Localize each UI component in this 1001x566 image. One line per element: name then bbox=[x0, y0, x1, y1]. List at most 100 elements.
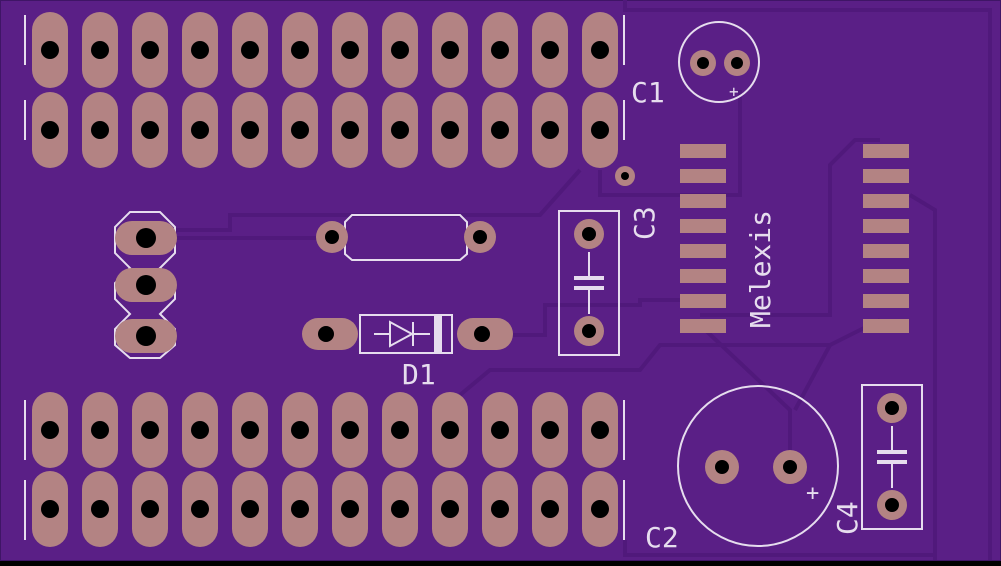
trace-c3 bbox=[598, 170, 680, 197]
c1-plus-mark: + bbox=[729, 82, 739, 101]
header-top-hole-r2-c2 bbox=[91, 121, 109, 139]
c2-plus-mark: + bbox=[806, 481, 819, 506]
ic-pad-right-6[interactable] bbox=[863, 269, 909, 283]
c4-outline bbox=[861, 384, 923, 530]
c4-label: C4 bbox=[831, 501, 864, 535]
jumper-hole-2 bbox=[136, 275, 156, 295]
diode-body bbox=[359, 314, 453, 354]
c3-label: C3 bbox=[628, 206, 661, 240]
header-bottom-hole-r1-c10 bbox=[491, 421, 509, 439]
ic-pad-right-8[interactable] bbox=[863, 319, 909, 333]
header-top-hole-r1-c3 bbox=[141, 41, 159, 59]
c4-hole-2 bbox=[885, 498, 899, 512]
header-bottom-hole-r1-c6 bbox=[291, 421, 309, 439]
header-top-hole-r1-c7 bbox=[341, 41, 359, 59]
capacitor-c2: + C2 bbox=[645, 385, 839, 554]
header-top-hole-r2-c10 bbox=[491, 121, 509, 139]
ic-melexis: Melexis bbox=[680, 144, 909, 333]
ic-pad-right-7[interactable] bbox=[863, 294, 909, 308]
c3-hole-2 bbox=[582, 324, 596, 338]
ic-pad-right-4[interactable] bbox=[863, 219, 909, 233]
header-top-hole-r2-c8 bbox=[391, 121, 409, 139]
c4-plate-top bbox=[877, 450, 907, 454]
trace-c2 bbox=[698, 323, 792, 465]
ic-pad-right-2[interactable] bbox=[863, 169, 909, 183]
c1-label: C1 bbox=[631, 76, 665, 109]
header-bottom-hole-r2-c10 bbox=[491, 500, 509, 518]
c2-hole-2 bbox=[783, 460, 797, 474]
header-top-hole-r1-c10 bbox=[491, 41, 509, 59]
header-top-hole-r2-c12 bbox=[591, 121, 609, 139]
diode-hole-1 bbox=[318, 326, 334, 342]
header-top-hole-r1-c5 bbox=[241, 41, 259, 59]
header-top-hole-r1-c6 bbox=[291, 41, 309, 59]
header-top-hole-r1-c1 bbox=[41, 41, 59, 59]
header-bottom-hole-r1-c5 bbox=[241, 421, 259, 439]
header-bottom-hole-r1-c4 bbox=[191, 421, 209, 439]
ic-pad-left-5[interactable] bbox=[680, 244, 726, 258]
diode-cathode-band bbox=[434, 315, 442, 353]
header-bottom-hole-r1-c3 bbox=[141, 421, 159, 439]
via-hole bbox=[621, 172, 629, 180]
ic-pad-right-5[interactable] bbox=[863, 244, 909, 258]
ic-pad-left-8[interactable] bbox=[680, 319, 726, 333]
capacitor-c4: C4 bbox=[831, 384, 923, 535]
header-bottom-hole-r1-c2 bbox=[91, 421, 109, 439]
ic-label: Melexis bbox=[744, 210, 777, 328]
diode-d1: D1 bbox=[302, 314, 513, 391]
ic-pad-right-1[interactable] bbox=[863, 144, 909, 158]
diode-triangle-icon bbox=[389, 320, 415, 348]
header-top-hole-r1-c11 bbox=[541, 41, 559, 59]
header-bottom-hole-r2-c5 bbox=[241, 500, 259, 518]
header-top-hole-r1-c2 bbox=[91, 41, 109, 59]
header-top-hole-r1-c9 bbox=[441, 41, 459, 59]
ic-pad-left-3[interactable] bbox=[680, 194, 726, 208]
c3-hole-1 bbox=[582, 227, 596, 241]
trace-bottom bbox=[458, 318, 881, 397]
jumper-hole-3 bbox=[136, 326, 156, 346]
header-bottom-hole-r1-c7 bbox=[341, 421, 359, 439]
c2-outline bbox=[677, 385, 839, 547]
header-bottom-hole-r1-c11 bbox=[541, 421, 559, 439]
header-bottom-hole-r2-c12 bbox=[591, 500, 609, 518]
resistor-hole-1 bbox=[325, 230, 339, 244]
header-top-hole-r1-c4 bbox=[191, 41, 209, 59]
diode-hole-2 bbox=[474, 326, 490, 342]
header-bottom-hole-r1-c12 bbox=[591, 421, 609, 439]
trace-header-top bbox=[175, 168, 582, 232]
c3-outline bbox=[558, 210, 620, 356]
copper-traces bbox=[175, 0, 992, 560]
ic-pad-right-3[interactable] bbox=[863, 194, 909, 208]
header-top-hole-r2-c7 bbox=[341, 121, 359, 139]
c2-label: C2 bbox=[645, 521, 679, 554]
header-bottom-hole-r2-c2 bbox=[91, 500, 109, 518]
c4-hole-1 bbox=[885, 401, 899, 415]
header-bottom-hole-r2-c6 bbox=[291, 500, 309, 518]
header-bottom-hole-r1-c9 bbox=[441, 421, 459, 439]
header-bottom-hole-r2-c8 bbox=[391, 500, 409, 518]
ic-pad-left-1[interactable] bbox=[680, 144, 726, 158]
jumper-header bbox=[114, 211, 177, 359]
ic-pad-left-4[interactable] bbox=[680, 219, 726, 233]
header-bottom-hole-r2-c9 bbox=[441, 500, 459, 518]
header-bottom-hole-r1-c8 bbox=[391, 421, 409, 439]
ic-pad-left-2[interactable] bbox=[680, 169, 726, 183]
header-top-hole-r2-c11 bbox=[541, 121, 559, 139]
header-top-hole-r2-c1 bbox=[41, 121, 59, 139]
header-top-hole-r1-c8 bbox=[391, 41, 409, 59]
c4-plate-bottom bbox=[877, 460, 907, 464]
trace-diode bbox=[500, 298, 700, 337]
c1-outline bbox=[678, 21, 760, 103]
resistor-outline bbox=[344, 214, 468, 261]
resistor-hole-2 bbox=[473, 230, 487, 244]
ic-pad-left-6[interactable] bbox=[680, 269, 726, 283]
trace-ground-bottom bbox=[623, 540, 935, 557]
ic-pad-left-7[interactable] bbox=[680, 294, 726, 308]
via bbox=[615, 166, 635, 186]
header-bottom-hole-r2-c4 bbox=[191, 500, 209, 518]
header-bottom-hole-r2-c7 bbox=[341, 500, 359, 518]
header-top-hole-r2-c3 bbox=[141, 121, 159, 139]
c1-hole-2 bbox=[731, 57, 743, 69]
d1-label: D1 bbox=[402, 358, 436, 391]
